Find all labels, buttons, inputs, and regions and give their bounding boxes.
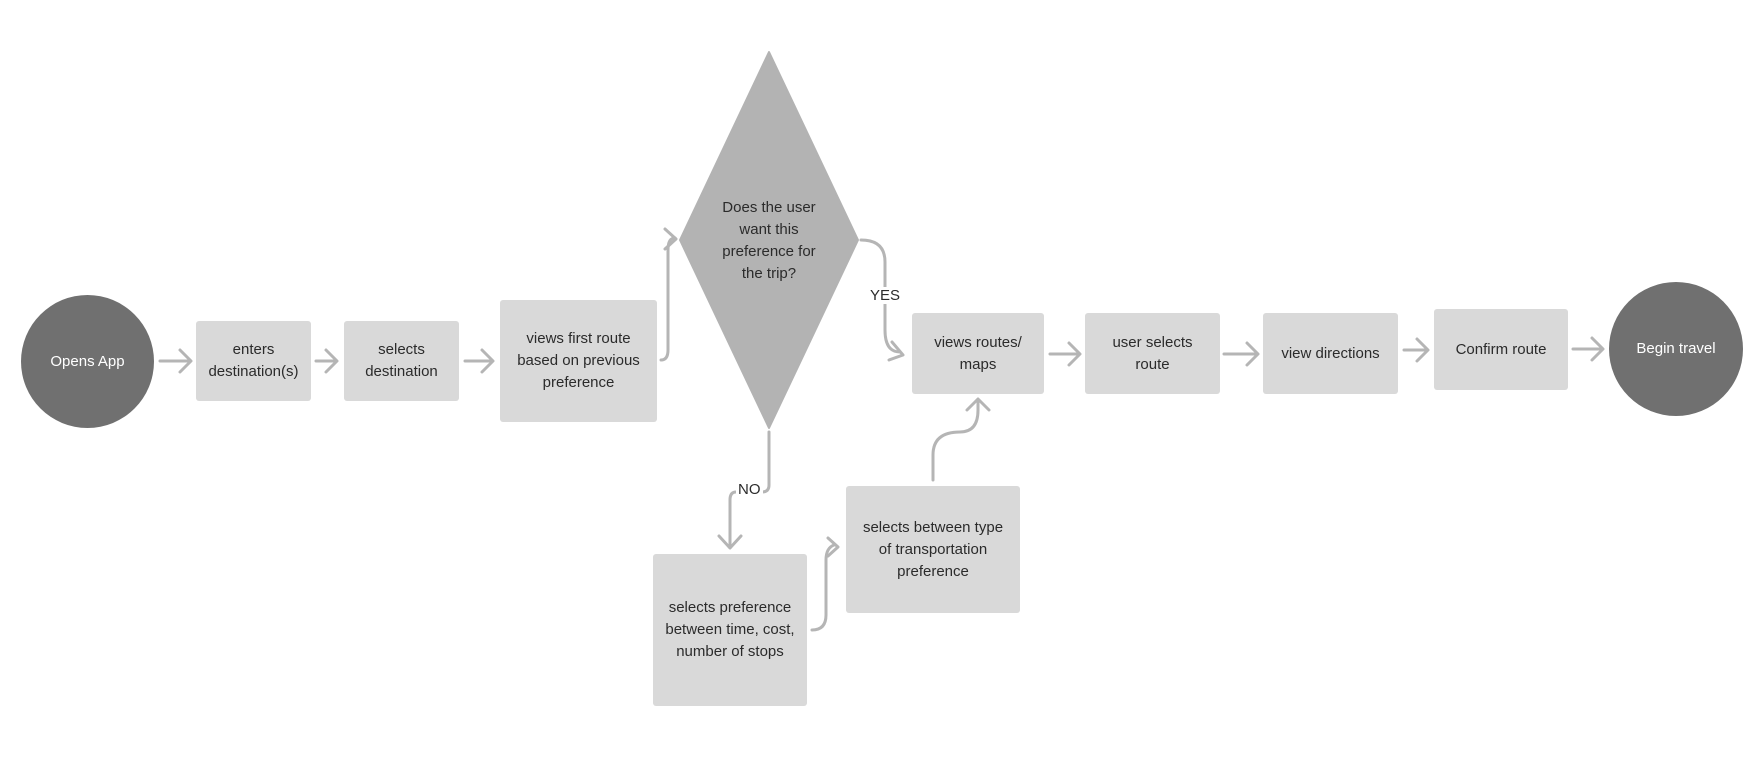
end-node-begin-travel: Begin travel (1609, 282, 1743, 416)
connector-views-first-to-decision (659, 227, 678, 362)
connector-opens-to-enters (158, 348, 193, 374)
end-node-label: Begin travel (1636, 340, 1716, 357)
process-user-selects-route: user selects route (1085, 313, 1220, 394)
process-enters-destination-label: enters destination(s) (208, 341, 299, 380)
process-selects-preference-label: selects preference between time, cost, n… (665, 599, 795, 660)
process-views-routes-maps: views routes/ maps (912, 313, 1044, 394)
process-enters-destination: enters destination(s) (196, 321, 311, 401)
process-selects-transportation-label: selects between type of transportation p… (862, 518, 1004, 580)
process-views-first-route-label: views first route based on previous pref… (517, 330, 640, 391)
process-confirm-route-label: Confirm route (1455, 340, 1547, 358)
decision-label: Does the user want this preference for t… (722, 199, 816, 282)
connector-selects-to-views-first (463, 348, 495, 374)
start-node-label: Opens App (50, 352, 125, 370)
connector-confirm-to-begin (1571, 336, 1605, 362)
decision-diamond-shape (679, 51, 859, 429)
process-selects-preference: selects preference between time, cost, n… (653, 554, 807, 706)
process-view-directions-label: view directions (1281, 344, 1380, 362)
process-confirm-route: Confirm route (1434, 309, 1568, 390)
process-view-directions: view directions (1263, 313, 1398, 394)
connector-views-routes-to-user-selects (1048, 341, 1082, 367)
connector-preference-to-transportation (810, 536, 840, 632)
process-user-selects-route-label: user selects route (1112, 333, 1193, 373)
connector-user-selects-to-directions (1222, 341, 1260, 367)
connector-transportation-to-views-routes (931, 397, 991, 482)
start-node-opens-app: Opens App (21, 295, 154, 428)
process-selects-destination: selects destination (344, 321, 459, 401)
edge-label-no: NO (736, 481, 763, 498)
connector-directions-to-confirm (1402, 337, 1430, 363)
edge-label-yes: YES (868, 287, 903, 304)
connector-enters-to-selects (314, 348, 339, 374)
process-views-first-route: views first route based on previous pref… (500, 300, 657, 422)
process-selects-transportation: selects between type of transportation p… (846, 486, 1020, 613)
process-views-routes-maps-label: views routes/ maps (934, 333, 1022, 373)
process-selects-destination-label: selects destination (365, 341, 438, 380)
decision-text: Does the user want this preference for t… (712, 180, 826, 302)
